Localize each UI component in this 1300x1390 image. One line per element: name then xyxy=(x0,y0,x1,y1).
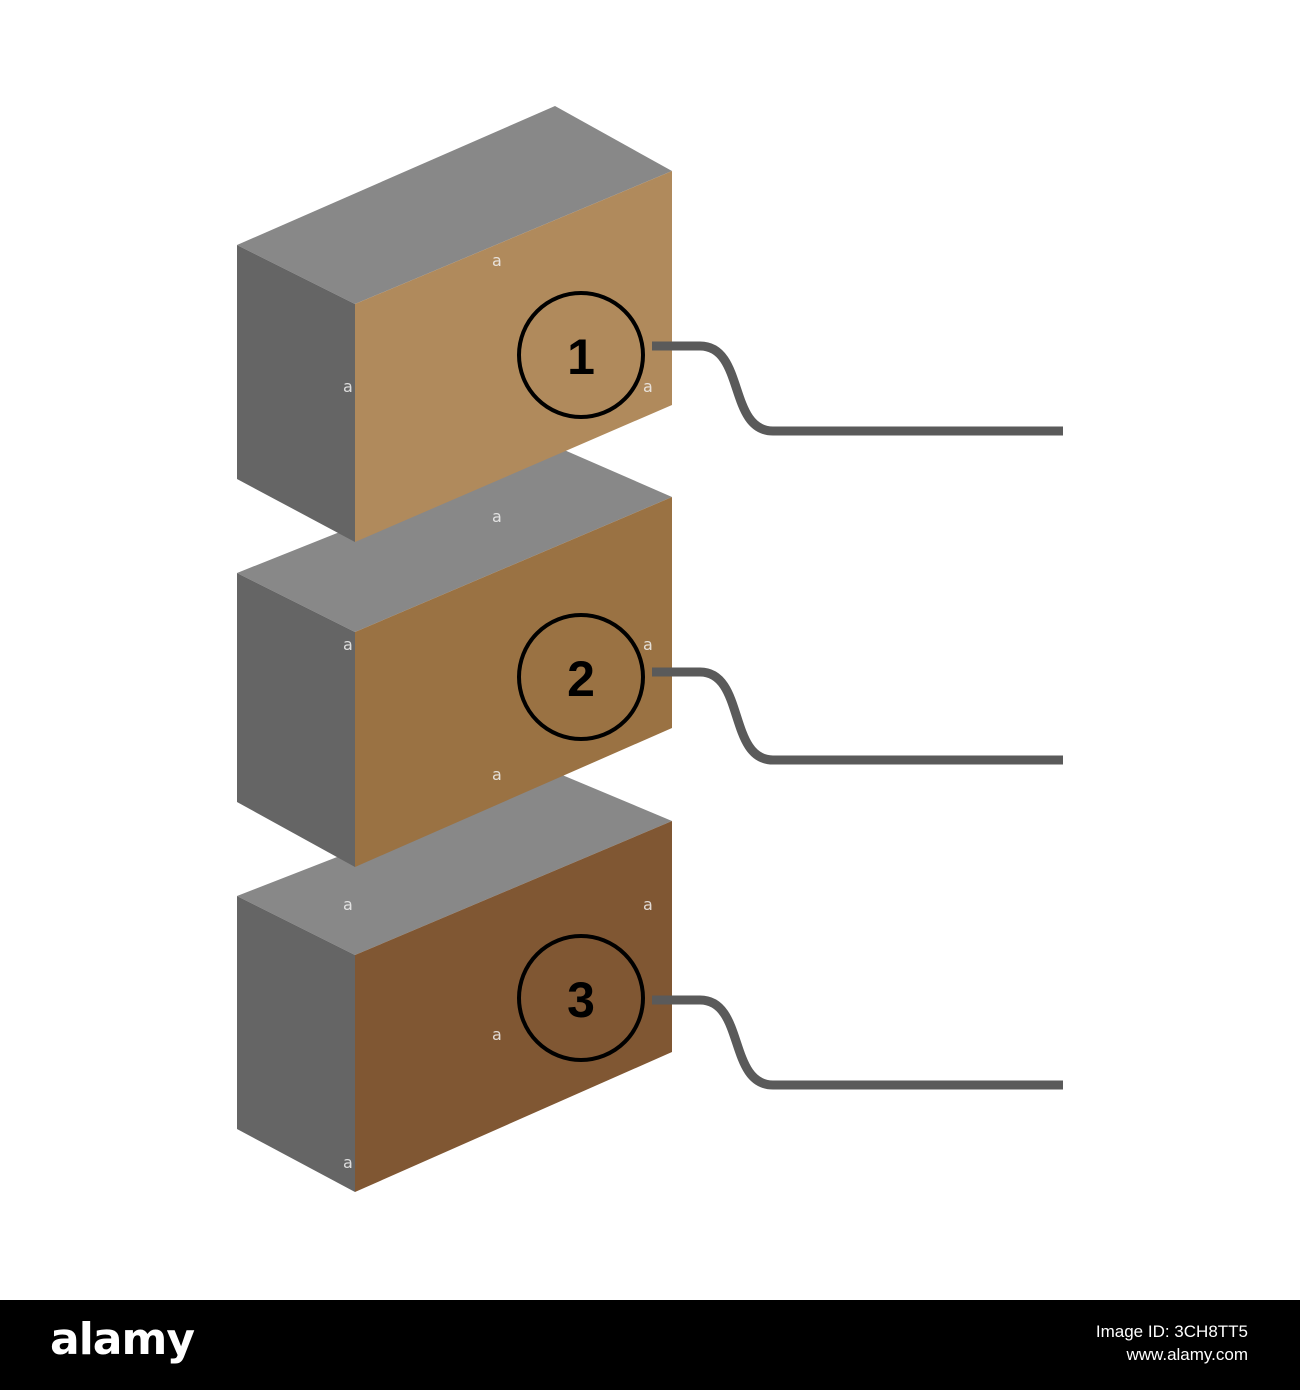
alamy-logo: alamy xyxy=(50,1314,195,1365)
svg-text:a: a xyxy=(643,895,653,914)
leader-line-1 xyxy=(652,341,1063,436)
watermark-pattern: a a a a a a a a a a a xyxy=(343,251,653,1172)
block-1-front-face xyxy=(355,171,672,542)
block-2-front-face xyxy=(355,497,672,867)
step-circle-1 xyxy=(517,291,645,419)
site-url-text: www.alamy.com xyxy=(1126,1345,1248,1364)
svg-text:a: a xyxy=(343,895,353,914)
step-number-2: 2 xyxy=(567,651,595,707)
svg-text:a: a xyxy=(343,1153,353,1172)
leader-line-3 xyxy=(652,995,1063,1090)
block-2-top-face xyxy=(237,446,672,632)
block-3-top-face xyxy=(237,772,672,955)
block-1-side-face xyxy=(237,245,355,542)
svg-text:a: a xyxy=(492,251,502,270)
block-2-side-face xyxy=(237,573,355,867)
footer-bar: alamy Image ID: 3CH8TT5 www.alamy.com xyxy=(0,1300,1300,1390)
step-block-2: 2 xyxy=(237,446,1063,867)
step-circle-2 xyxy=(517,613,645,741)
svg-text:a: a xyxy=(643,635,653,654)
svg-text:a: a xyxy=(343,635,353,654)
image-id-text: Image ID: 3CH8TT5 xyxy=(1095,1322,1248,1341)
svg-text:a: a xyxy=(343,377,353,396)
block-3-front-face xyxy=(355,821,672,1192)
svg-text:a: a xyxy=(492,765,502,784)
leader-line-2 xyxy=(652,667,1063,765)
svg-text:a: a xyxy=(492,1025,502,1044)
block-3-side-face xyxy=(237,896,355,1192)
step-block-1: 1 xyxy=(237,106,1063,542)
step-circle-3 xyxy=(517,934,645,1062)
step-block-3: 3 xyxy=(237,772,1063,1192)
step-number-1: 1 xyxy=(567,329,595,385)
steps-diagram: 3 2 1 a a a a a a a a a a a xyxy=(237,106,1063,1192)
step-number-3: 3 xyxy=(567,972,595,1028)
svg-text:a: a xyxy=(643,377,653,396)
image-id-block: Image ID: 3CH8TT5 www.alamy.com xyxy=(1096,1320,1248,1366)
block-1-top-face xyxy=(237,106,672,304)
svg-text:a: a xyxy=(492,507,502,526)
